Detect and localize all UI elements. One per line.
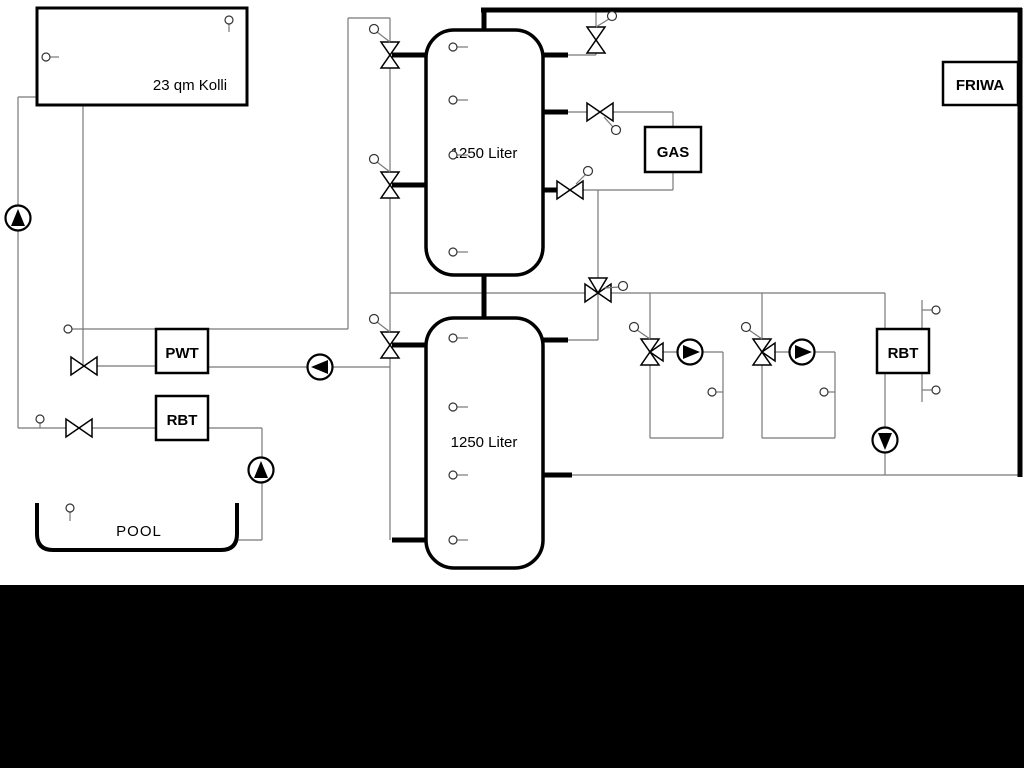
- pump-solar: [4, 204, 32, 232]
- pool-label: POOL: [116, 523, 162, 540]
- valve-manifold-threeway: [584, 277, 629, 304]
- pwt-label: PWT: [165, 345, 198, 362]
- plate-heat-exchanger: PWT: [154, 327, 210, 375]
- collector-sensors: [41, 15, 234, 62]
- valve-tank-top-left-lower: [368, 153, 401, 199]
- buffer-tank-bottom-label: 1250 Liter: [451, 434, 518, 451]
- valve-mixing-circuit-2: [740, 321, 776, 366]
- valve-gas-supply: [586, 101, 622, 136]
- rbt-left-label: RBT: [167, 412, 198, 429]
- pump-rbt-right: [871, 426, 899, 454]
- pool: POOL: [35, 503, 239, 552]
- pump-circuit-1: [676, 338, 704, 366]
- buffer-tank-top-label: 1250 Liter: [451, 145, 518, 162]
- tank-top-sensors: [448, 42, 468, 257]
- valve-gas-return: [556, 165, 594, 201]
- gas-label: GAS: [657, 144, 690, 161]
- pipe-network-thick: [392, 7, 1023, 543]
- rbt-left: RBT: [154, 394, 210, 442]
- valve-rbt-solar: [65, 417, 93, 439]
- rbt-right: RBT: [875, 305, 941, 395]
- loose-sensors: [35, 324, 835, 428]
- pump-pool: [247, 456, 275, 484]
- solar-collector: 23 qm Kolli: [35, 6, 249, 107]
- valve-tank-top-left-upper: [368, 23, 401, 69]
- rbt-right-sensors: [922, 305, 941, 395]
- gas-boiler: GAS: [643, 125, 703, 174]
- valve-pwt-solar: [70, 355, 98, 377]
- collector-label: 23 qm Kolli: [153, 77, 227, 94]
- buffer-tank-top: 1250 Liter: [424, 28, 545, 277]
- friwa-label: FRIWA: [956, 77, 1004, 94]
- pool-sensor: [65, 503, 75, 521]
- pump-pwt-charge: [306, 353, 334, 381]
- fresh-water-station: FRIWA: [941, 60, 1020, 107]
- letterbox-bottom: [0, 585, 1024, 768]
- tank-bottom-sensors: [448, 333, 468, 545]
- valve-mixing-circuit-1: [628, 321, 664, 366]
- buffer-tank-bottom: 1250 Liter: [424, 316, 545, 570]
- valve-tank-bottom-left: [368, 313, 401, 359]
- rbt-right-label: RBT: [888, 345, 919, 362]
- valve-tank-top-right: [585, 10, 618, 54]
- pumps: [4, 204, 899, 484]
- valves: [65, 10, 776, 439]
- pump-circuit-2: [788, 338, 816, 366]
